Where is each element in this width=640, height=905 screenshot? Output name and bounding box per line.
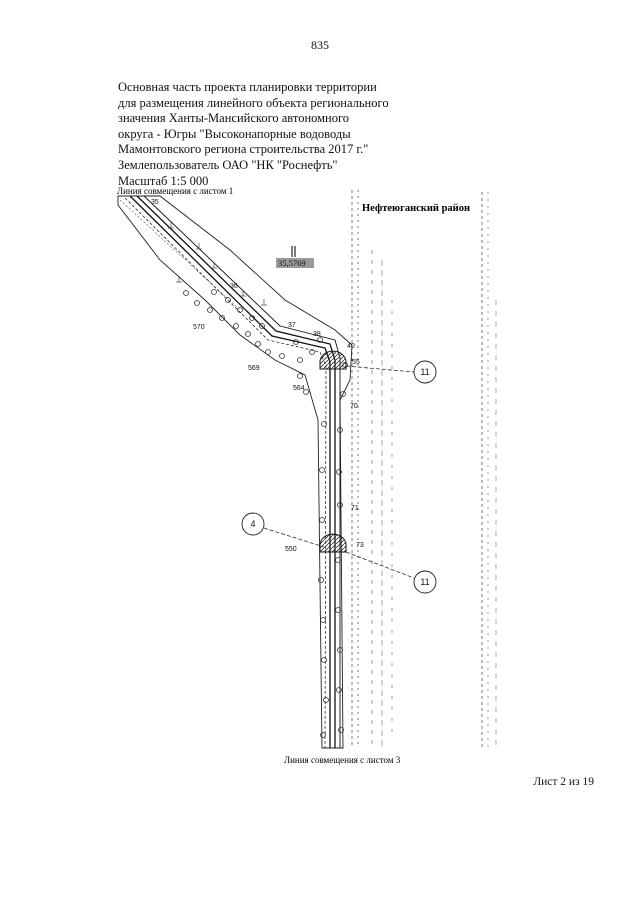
callout-leaders — [263, 365, 415, 579]
point-label: 40 — [347, 343, 355, 350]
callout-label: 11 — [420, 577, 429, 587]
point-label: 71 — [351, 505, 359, 512]
title-line: значения Ханты-Мансийского автономного — [118, 111, 350, 126]
sheet-label: Лист 2 из 19 — [533, 776, 594, 788]
point-label: 550 — [285, 546, 297, 553]
district-label: Нефтеюганский район — [362, 203, 470, 214]
point-label: 35 — [151, 199, 159, 206]
callout-circles — [241, 360, 437, 594]
point-label: 37 — [288, 322, 296, 329]
land-allotment-boundary — [117, 195, 353, 749]
point-label: 36 — [230, 283, 238, 290]
point-label: 570 — [193, 324, 205, 331]
title-line: округа - Югры "Высоконапорные водоводы — [118, 126, 351, 141]
crossing-nodes — [319, 350, 347, 553]
title-line: Основная часть проекта планировки террит… — [118, 80, 377, 94]
swamp-symbols — [168, 222, 267, 306]
vegetation-markers — [183, 289, 348, 738]
bottom-join-label: Линия совмещения с листом 3 — [284, 755, 401, 765]
point-label: 73 — [356, 542, 364, 549]
point-label: 55 — [352, 359, 360, 366]
land-user-line: Землепользователь ОАО "НК "Роснефть" — [118, 157, 338, 172]
title-line: для размещения линейного объекта региона… — [118, 95, 389, 110]
point-label: 564 — [293, 385, 305, 392]
title-line: Мамонтовского региона строительства 2017… — [118, 142, 369, 157]
page-number: 835 — [311, 38, 329, 52]
scale-line: Масштаб 1:5 000 — [118, 173, 209, 188]
pipeline-lines — [124, 195, 341, 749]
callout-label: 11 — [420, 367, 429, 377]
district-boundary — [351, 190, 497, 748]
callout-label: 4 — [250, 519, 255, 529]
point-label: 38 — [313, 331, 321, 338]
document-title-block: Основная часть проекта планировки террит… — [118, 80, 389, 189]
top-join-label: Линия совмещения с листом 1 — [117, 186, 233, 196]
point-label: 569 — [248, 365, 260, 372]
distance-marker: 35,5769 — [276, 246, 314, 268]
distance-marker-label: 35,5769 — [278, 258, 306, 268]
point-label: 70 — [350, 403, 358, 410]
